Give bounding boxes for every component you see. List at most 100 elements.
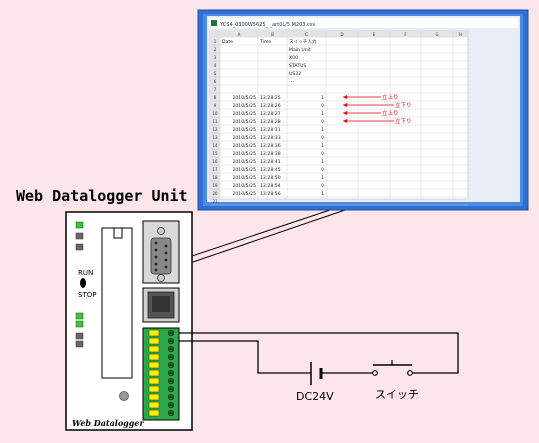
status-led-4 [75, 312, 84, 320]
run-stop-switch[interactable] [80, 278, 86, 288]
cell-date: 2010/5/25 [232, 191, 256, 197]
row-number: 9 [214, 103, 217, 108]
window-title: YCS4_0300W5625_ _art0L/5.M203.csv [219, 22, 315, 28]
switch [372, 360, 413, 376]
row-number: 20 [212, 191, 218, 196]
annotation-label: 立上り [382, 93, 399, 101]
datalogger-unit: RUN STOP Web Datalogger [65, 211, 193, 431]
cell-value: 0 [321, 135, 324, 141]
cell-meta: STATUS [289, 63, 306, 69]
cell-time: 13:28:45 [260, 167, 281, 173]
status-led-2 [75, 232, 84, 240]
cell-date-header: Date [222, 39, 233, 45]
column-header-F: F [404, 32, 407, 37]
cell-date: 2010/5/25 [232, 95, 256, 101]
row-number: 18 [212, 175, 218, 180]
dc-power-source [310, 362, 323, 385]
annotation-arrowhead [343, 95, 347, 99]
cell-value: 0 [321, 183, 324, 189]
terminal-slot [148, 393, 160, 401]
cell-time: 13:28:27 [260, 111, 281, 117]
row-number: 17 [212, 167, 218, 172]
stop-label: STOP [78, 291, 96, 299]
window-title-bar [209, 18, 518, 28]
annotation-arrowhead [343, 103, 347, 107]
annotation-arrowhead [343, 111, 347, 115]
callout-line-right [192, 209, 346, 263]
row-number: 16 [212, 159, 218, 164]
row-number: 4 [214, 63, 217, 68]
cell-time: 13:28:38 [260, 151, 281, 157]
cell-time: 13:28:31 [260, 127, 281, 133]
run-label: RUN [78, 269, 93, 277]
column-header-B: B [271, 32, 274, 37]
terminal-slot [148, 409, 160, 417]
column-header-E: E [373, 32, 376, 37]
annotation-label: 立下り [395, 117, 412, 125]
card-slot [101, 227, 133, 379]
column-header-A: A [238, 32, 241, 37]
cell-time: 13:28:36 [260, 143, 281, 149]
cell-value: 1 [321, 143, 324, 149]
row-number: 3 [214, 55, 217, 60]
cell-meta: --- [289, 80, 294, 85]
sheet-grid [209, 30, 469, 200]
row-number: 2 [214, 47, 217, 52]
cell-value: 0 [321, 151, 324, 157]
column-header-D: D [340, 32, 343, 37]
row-number: 5 [214, 71, 217, 76]
terminal-screws [148, 329, 175, 417]
terminal-slot [148, 361, 160, 369]
row-number: 15 [212, 151, 218, 156]
cell-date: 2010/5/25 [232, 151, 256, 157]
serial-screw-bottom [157, 274, 165, 282]
cell-value: 1 [321, 175, 324, 181]
cell-time: 13:28:33 [260, 135, 281, 141]
terminal-slot [148, 353, 160, 361]
brand-label: Web Datalogger [72, 418, 144, 428]
cell-date: 2010/5/25 [232, 167, 256, 173]
cell-date: 2010/5/25 [232, 127, 256, 133]
cell-date: 2010/5/25 [232, 143, 256, 149]
row-number: 1 [214, 39, 217, 44]
cell-time: 13:28:56 [260, 191, 281, 197]
terminal-slot [148, 329, 160, 337]
terminal-slot [148, 369, 160, 377]
cell-time-header: Time [259, 39, 271, 45]
terminal-slot [148, 345, 160, 353]
status-led-3 [75, 243, 84, 251]
excel-icon [211, 20, 217, 26]
annotation-arrowhead [343, 119, 347, 123]
row-number: 19 [212, 183, 218, 188]
row-number: 12 [212, 127, 218, 132]
status-led-1 [75, 221, 84, 229]
row-number: 14 [212, 143, 218, 148]
spreadsheet-window: YCS4_0300W5625_ _art0L/5.M203.csv A B C D E F… [197, 9, 529, 211]
status-led-6 [75, 332, 84, 340]
cell-value: 0 [321, 103, 324, 109]
row-number: 11 [212, 119, 218, 124]
card-slot-notch [113, 227, 123, 239]
reset-button[interactable] [119, 391, 129, 401]
cell-switch-header: スイッチ入力 [289, 38, 317, 45]
cell-time: 13:28:41 [260, 159, 281, 165]
annotation-label: 立上り [382, 109, 399, 117]
column-header-C: C [305, 32, 308, 37]
row-number: 7 [214, 87, 217, 92]
cell-time: 13:28:28 [260, 119, 281, 125]
cell-meta: X00 [289, 55, 298, 61]
column-header-H: H [459, 32, 462, 37]
circuit-wiring [179, 332, 459, 374]
terminal-slot [148, 401, 160, 409]
cell-date: 2010/5/25 [232, 111, 256, 117]
cell-date: 2010/5/25 [232, 135, 256, 141]
device-title: Web Datalogger Unit [16, 187, 188, 205]
cell-date: 2010/5/25 [232, 183, 256, 189]
switch-label: スイッチ [375, 388, 419, 401]
cell-value: 1 [321, 191, 324, 197]
cell-value: 1 [321, 159, 324, 165]
cell-date: 2010/5/25 [232, 119, 256, 125]
